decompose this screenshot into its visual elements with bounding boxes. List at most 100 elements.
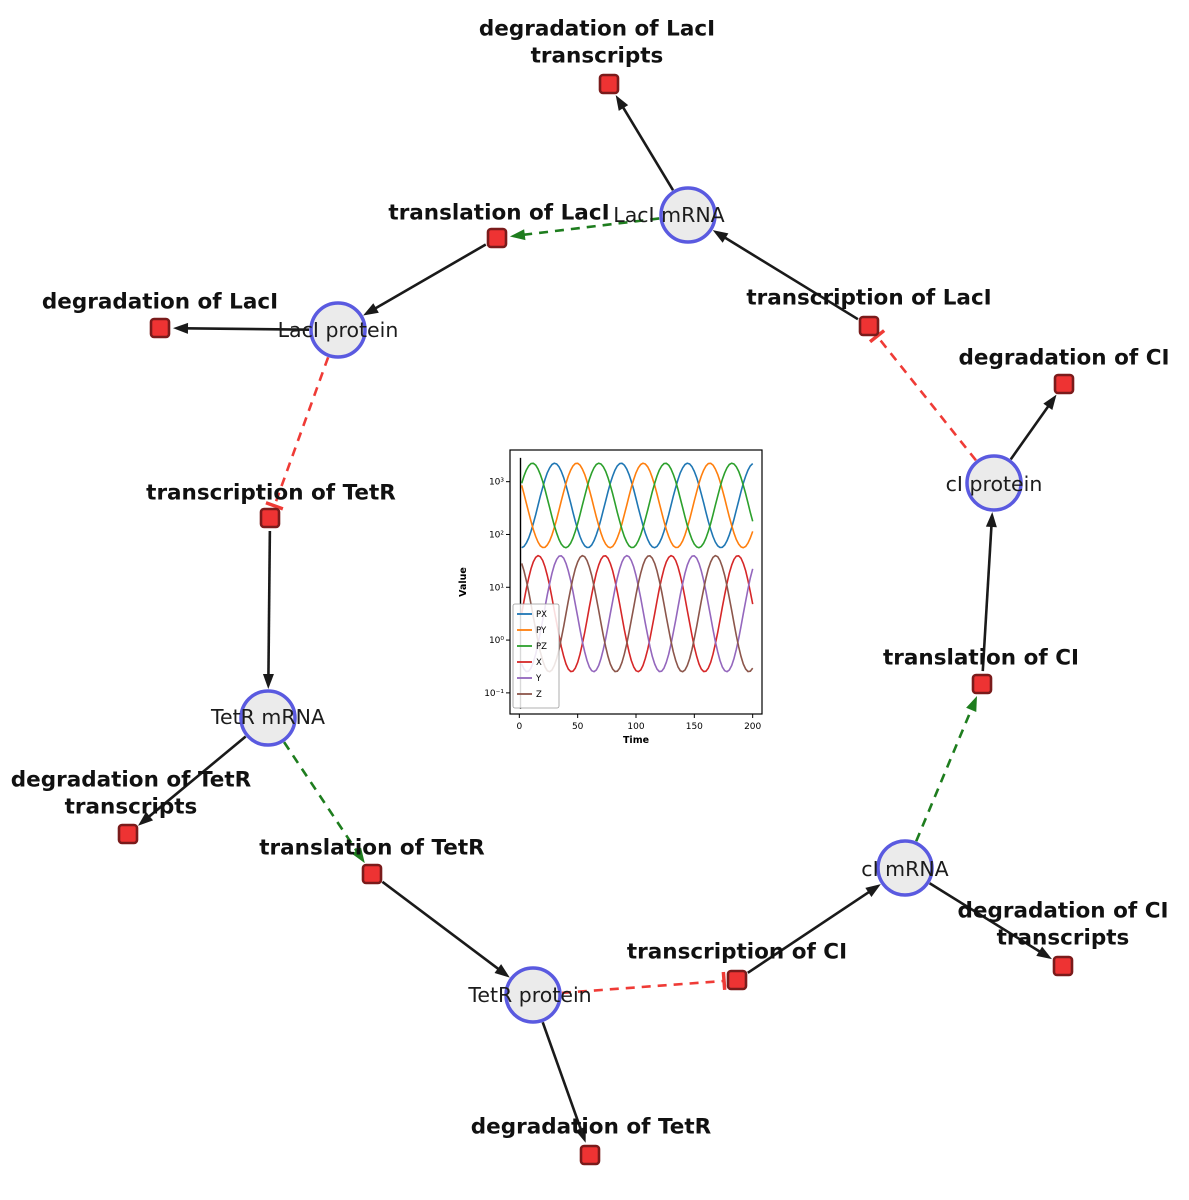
reaction-label-r_transcr_laci: transcription of LacI [746,286,991,311]
edge-line [371,243,487,312]
species-label-ci_protein: cI protein [946,472,1043,496]
legend-label-Z: Z [536,690,542,700]
x-tick-label: 200 [744,722,761,732]
reaction-node-r_deg_tetr_tx[interactable] [117,823,139,845]
series-PZ [520,462,754,549]
reaction-label-r_deg_ci_tx: transcripts [997,926,1130,951]
reaction-label-r_deg_tetr_tx: degradation of TetR [11,768,252,793]
reaction-label-r_deg_ci_tx: degradation of CI [958,899,1169,924]
y-axis-label: Value [458,567,469,597]
edge-ci_mrna-r_deg_ci_tx [928,882,1052,960]
edge-r_transl_laci-laci_protein [363,243,487,316]
edge-line [381,880,502,973]
edge-tetr_protein-r_transcr_ci [561,971,727,995]
x-tick-label: 100 [627,722,644,732]
edge-line [914,705,974,842]
edge-r_transcr_ci-ci_mrna [747,884,881,974]
edge-ci_protein-r_transcr_laci [868,329,977,462]
edge-line [145,735,247,820]
inhibition-tbar [265,501,284,511]
y-tick-label: 10⁻¹ [484,689,504,699]
reaction-label-r_deg_laci_tx: degradation of LacI [479,17,715,42]
edge-line [928,882,1044,955]
reaction-label-r_deg_laci: degradation of LacI [42,290,278,315]
edge-line [267,530,272,679]
labels-layer: degradation of LacItranscriptstranslatio… [11,17,1170,1140]
reaction-node-r_transcr_laci[interactable] [858,315,880,337]
edge-tetr_protein-r_deg_tetr [541,1021,586,1143]
species-label-ci_mrna: cI mRNA [861,857,948,881]
edge-r_transcr_laci-laci_mrna [712,230,859,321]
edge-line [1009,402,1052,461]
species-label-laci_mrna: LacI mRNA [613,203,724,227]
edge-tetr_mrna-r_transl_tetr [283,741,365,864]
edge-laci_protein-r_transcr_tetr [265,356,330,511]
y-tick-label: 10⁰ [489,636,504,646]
y-tick-label: 10² [489,530,504,540]
y-tick-label: 10³ [489,478,504,488]
edge-laci_mrna-r_transl_laci [509,217,660,241]
legend: PX PY PZ XYZ [512,603,560,709]
legend-label-PX: PX [536,610,547,620]
series-Z [520,554,754,673]
species-label-tetr_protein: TetR protein [467,983,591,1007]
inhibition-tbar [868,329,886,344]
reaction-node-r_deg_ci_tx[interactable] [1052,955,1074,977]
legend-label-X: X [536,658,542,668]
reaction-label-r_deg_laci_tx: transcripts [531,44,664,69]
reaction-node-r_deg_laci[interactable] [149,317,171,339]
edge-ci_protein-r_deg_ci [1009,394,1057,461]
legend-label-Y: Y [535,674,542,684]
edge-line [541,1021,584,1133]
reaction-node-r_transl_ci[interactable] [971,673,993,695]
species-node-laci_protein[interactable] [309,301,367,359]
legend-label-PZ: PZ [536,642,547,652]
edges-layer [138,95,1057,1143]
reaction-node-r_transcr_tetr[interactable] [259,507,281,529]
reaction-label-r_transcr_tetr: transcription of TetR [146,481,396,506]
edge-line [747,889,873,974]
y-tick-label: 10¹ [489,583,504,593]
x-axis-label: Time [623,735,649,746]
edge-laci_protein-r_deg_laci [172,322,310,334]
edge-r_transl_ci-ci_protein [981,511,997,672]
reaction-label-r_transl_ci: translation of CI [883,646,1079,671]
reaction-label-r_deg_ci: degradation of CI [959,346,1170,371]
reaction-label-r_transcr_ci: transcription of CI [627,940,847,965]
edge-line [981,522,993,672]
species-node-ci_protein[interactable] [965,454,1023,512]
x-tick-label: 50 [572,722,584,732]
edge-line [620,103,675,191]
reaction-node-r_deg_ci[interactable] [1053,373,1075,395]
series-PY [520,462,754,549]
legend-label-PY: PY [536,626,547,636]
reaction-node-r_deg_laci_tx[interactable] [598,73,620,95]
edge-laci_mrna-r_deg_laci_tx [615,95,675,191]
edge-r_transl_tetr-tetr_protein [381,880,510,978]
edge-line [520,217,660,237]
species-node-tetr_mrna[interactable] [239,689,297,747]
edge-ci_mrna-r_transl_ci [914,695,977,842]
reaction-label-r_transl_tetr: translation of TetR [259,836,485,861]
species-node-ci_mrna[interactable] [876,839,934,897]
edge-tetr_mrna-r_deg_tetr_tx [138,735,247,826]
reaction-node-r_deg_tetr[interactable] [579,1144,601,1166]
species-node-laci_mrna[interactable] [659,186,717,244]
series-Y [520,554,754,673]
reaction-node-r_transcr_ci[interactable] [726,969,748,991]
reaction-label-r_deg_tetr_tx: transcripts [65,795,198,820]
reaction-label-r_transl_laci: translation of LacI [388,201,609,226]
edge-line [283,741,360,855]
edge-line [183,326,310,331]
x-tick-label: 150 [686,722,703,732]
species-label-laci_protein: LacI protein [278,318,399,342]
reaction-node-r_transl_laci[interactable] [486,227,508,249]
series-PX [521,462,754,549]
species-node-tetr_protein[interactable] [504,966,562,1024]
edge-line [721,234,859,321]
reaction-node-r_transl_tetr[interactable] [361,863,383,885]
nodes-layer [117,73,1075,1166]
